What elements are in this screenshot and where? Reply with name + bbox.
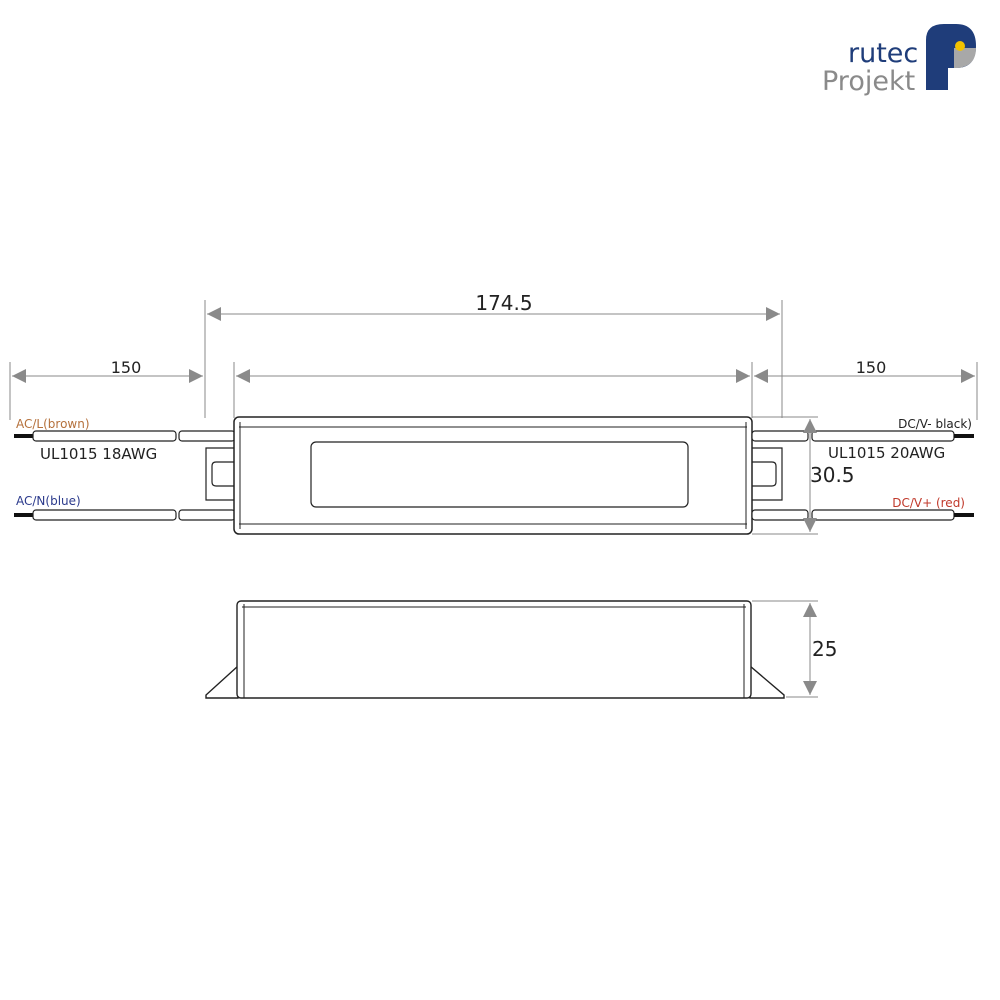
wire-label-ac-n: AC/N(blue): [16, 494, 81, 508]
power-supply-side-view: [205, 600, 785, 699]
dimension-height: 25: [752, 600, 837, 698]
cable-left-length-label: 150: [111, 358, 142, 377]
total-length-label: 174.5: [475, 291, 532, 315]
logo-line1: rutec: [848, 38, 918, 69]
brand-logo: rutec Projekt: [822, 24, 976, 97]
height-label: 25: [812, 637, 837, 661]
mounting-tabs: [205, 447, 783, 501]
power-supply-top-view: [233, 416, 753, 535]
wire-label-ac-l: AC/L(brown): [16, 417, 90, 431]
logo-dot: [955, 41, 965, 51]
dimension-cable-row: 150 150: [9, 358, 978, 420]
dimension-total-length: 174.5: [204, 291, 783, 418]
logo-p-shadow: [954, 48, 976, 68]
wire-label-dc-neg: DC/V- black): [898, 417, 972, 431]
cable-right-length-label: 150: [856, 358, 887, 377]
dimension-width: 30.5: [752, 416, 855, 535]
width-label: 30.5: [810, 463, 855, 487]
output-wires: DC/V- black) DC/V+ (red) UL1015 20AWG: [751, 417, 974, 521]
wire-label-dc-pos: DC/V+ (red): [892, 496, 965, 510]
input-cable-spec: UL1015 18AWG: [40, 445, 157, 463]
input-wires: AC/L(brown) AC/N(blue) UL1015 18AWG: [14, 417, 236, 521]
output-cable-spec: UL1015 20AWG: [828, 444, 945, 462]
logo-p-mark: [926, 24, 976, 90]
label-recess: [310, 441, 689, 508]
logo-line2: Projekt: [822, 66, 915, 97]
